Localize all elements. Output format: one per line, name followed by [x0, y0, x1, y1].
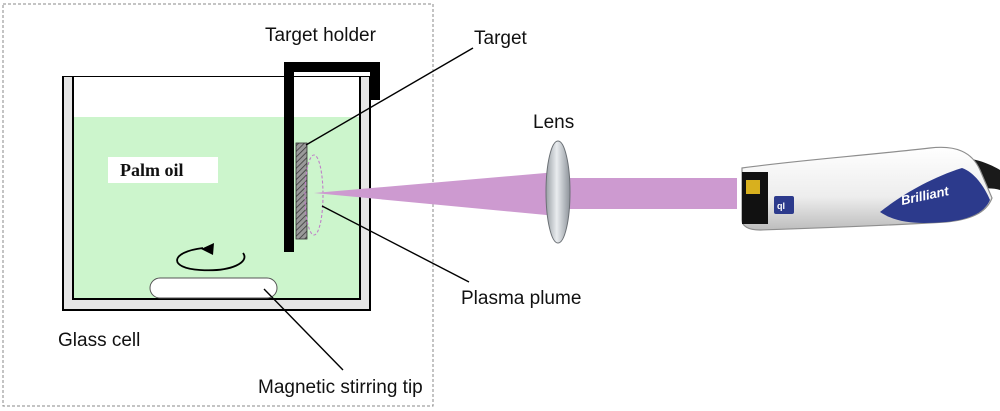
palm-oil-label-box: [108, 157, 218, 183]
laser-beam-focused: [314, 172, 557, 216]
target-label: Target: [474, 28, 528, 49]
target-leader-line: [305, 47, 474, 146]
rotation-arrow-icon: [176, 243, 246, 272]
target-holder-label: Target holder: [265, 25, 377, 46]
plasma-plume-label: Plasma plume: [461, 288, 581, 309]
laser-device: ql Brilliant: [741, 146, 1000, 231]
glass-cell-label: Glass cell: [58, 330, 140, 351]
glass-cell: [62, 72, 371, 311]
palm-oil-label: Palm oil: [120, 160, 184, 180]
stirring-tip-leader-line: [263, 288, 344, 371]
setup-dashed-boundary: [2, 3, 434, 407]
target-holder: [284, 62, 380, 252]
laser-beam-collimated: [557, 178, 737, 209]
target: [295, 142, 308, 240]
lens-label: Lens: [533, 112, 574, 133]
laser-logo-text: ql: [777, 201, 785, 211]
palm-oil-liquid: [74, 117, 359, 298]
lens: [545, 140, 571, 244]
magnetic-stirring-bar: [149, 277, 278, 299]
magnetic-stirring-tip-label: Magnetic stirring tip: [258, 377, 423, 398]
plasma-plume: [304, 154, 324, 236]
plasma-plume-leader-line: [321, 205, 470, 283]
